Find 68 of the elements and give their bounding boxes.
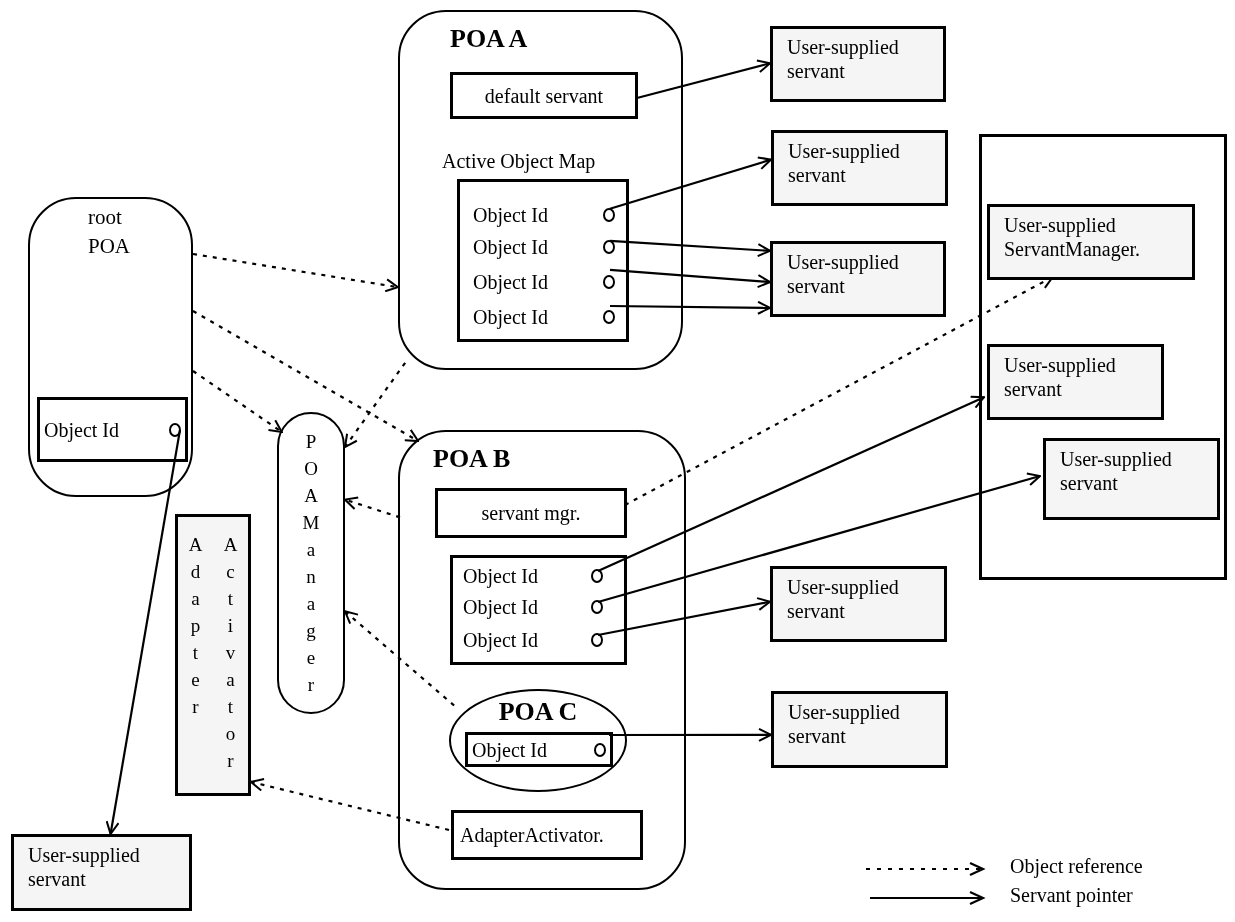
- object-id-label: Object Id: [463, 628, 538, 652]
- component-box: [450, 72, 638, 119]
- dashed-arrow: [192, 310, 420, 443]
- object-id-label: Object Id: [473, 305, 548, 329]
- node-label: default servant: [484, 83, 604, 108]
- node-label: servant mgr.: [481, 501, 581, 525]
- group-frame: [979, 134, 1227, 580]
- vertical-label: Adapter: [187, 533, 204, 719]
- servant-box: [1043, 438, 1220, 520]
- object-id-label: Object Id: [473, 235, 548, 259]
- dashed-arrow: [344, 362, 407, 449]
- servant-box: [770, 566, 947, 642]
- servant-box: [11, 834, 192, 911]
- poa-container: [398, 430, 686, 890]
- dashed-arrow: [344, 496, 401, 519]
- servant-box: [987, 204, 1195, 280]
- servant-label: User-supplied servant: [1060, 447, 1173, 495]
- servant-label: User-supplied servant: [1004, 353, 1117, 401]
- dashed-arrow: [250, 777, 450, 832]
- servant-label: User-supplied servant: [788, 700, 901, 748]
- arrow: [609, 239, 771, 258]
- vertical-label: Activator: [222, 533, 239, 773]
- poa-title: POA C: [498, 699, 578, 725]
- dashed-arrow: [192, 252, 399, 293]
- servant-box: [770, 26, 946, 102]
- servant-label: User-supplied servant: [787, 35, 900, 83]
- arrow: [609, 727, 772, 742]
- dashed-arrow: [192, 370, 283, 433]
- poa-container: [398, 10, 683, 370]
- node-label: root POA: [88, 204, 131, 261]
- object-id-box: [37, 397, 188, 462]
- poa-container: [28, 197, 193, 497]
- servant-label: User-supplied servant: [788, 139, 901, 187]
- servant-label: User-supplied servant: [28, 843, 141, 891]
- servant-label: User-supplied ServantManager.: [1004, 213, 1142, 261]
- node-label: AdapterActivator.: [460, 823, 604, 847]
- map-heading: Active Object Map: [442, 150, 596, 173]
- arrow: [597, 395, 985, 572]
- vertical-label: POAManager: [301, 430, 321, 697]
- object-id-label: Object Id: [472, 737, 547, 762]
- arrow: [597, 472, 1041, 604]
- arrow: [610, 300, 771, 315]
- servant-box: [771, 691, 948, 768]
- arrow: [597, 597, 771, 637]
- component-box: [451, 810, 643, 860]
- object-id-label: Object Id: [463, 564, 538, 588]
- servant-box: [987, 344, 1164, 420]
- legend-label: Servant pointer: [1010, 884, 1133, 907]
- servant-box: [770, 241, 946, 317]
- manager-pill: [277, 412, 345, 714]
- activator-box: [175, 514, 251, 796]
- object-id-label: Object Id: [473, 203, 548, 227]
- legend-label: Object reference: [1010, 855, 1143, 878]
- dashed-arrow: [344, 610, 455, 707]
- poa-ellipse: [449, 689, 627, 792]
- poa-title: POA A: [450, 26, 528, 52]
- object-id-label: Object Id: [463, 595, 538, 619]
- arrow: [609, 268, 771, 289]
- servant-label: User-supplied servant: [787, 250, 900, 298]
- object-id-box: [465, 732, 613, 767]
- servant-label: User-supplied servant: [787, 575, 900, 623]
- poa-title: POA B: [433, 446, 511, 472]
- arrow: [609, 156, 772, 210]
- component-box: [435, 488, 627, 538]
- servant-box: [771, 130, 948, 206]
- object-id-label: Object Id: [44, 417, 119, 442]
- object-id-label: Object Id: [473, 270, 548, 294]
- group-frame: [450, 555, 627, 665]
